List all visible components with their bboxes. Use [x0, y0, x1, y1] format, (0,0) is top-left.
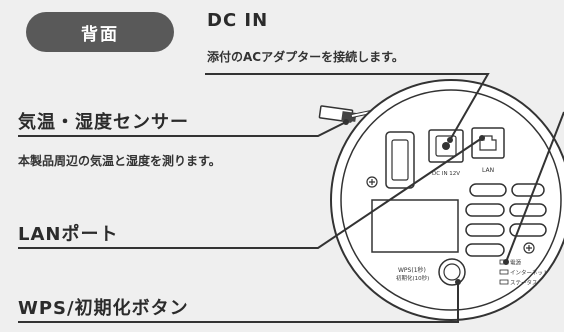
leader-lines — [18, 73, 564, 323]
sensor-desc: 本製品周辺の気温と湿度を測ります。 — [18, 154, 221, 168]
wps-device-label-1: WPS(1秒) — [398, 266, 426, 274]
led-power-label: 電源 — [510, 259, 522, 267]
lan-port: LAN — [471, 127, 505, 174]
led-status-label: ステータス — [510, 279, 538, 287]
vent-slots — [465, 183, 547, 257]
wps-device-label-2: 初期化(10秒) — [396, 274, 429, 282]
dcin-desc: 添付のACアダプターを接続します。 — [207, 50, 404, 64]
sensor-title: 気温・湿度センサー — [18, 112, 189, 133]
dc-in-port-label: DC IN 12V — [432, 171, 460, 177]
dc-in-port: DC IN 12V — [428, 129, 464, 177]
wps-button-illustration: WPS(1秒) 初期化(10秒) — [396, 258, 466, 286]
rear-side-badge: 背面 — [26, 12, 174, 52]
lan-port-label: LAN — [482, 167, 494, 174]
screw-icon — [523, 242, 535, 254]
wps-title: WPS/初期化ボタン — [18, 298, 189, 319]
screw-icon — [366, 176, 378, 188]
dcin-title: DC IN — [207, 10, 269, 31]
lan-title: LANポート — [18, 224, 119, 245]
led-internet-label: インターネット — [510, 269, 549, 277]
